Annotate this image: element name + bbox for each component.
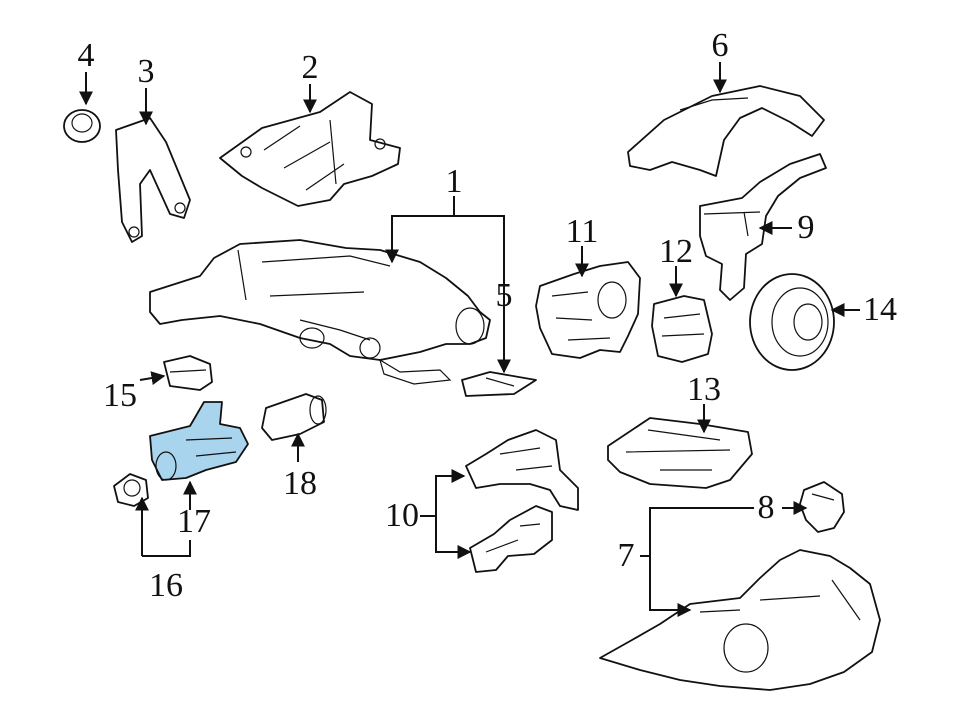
part-3-bracket[interactable] <box>115 117 191 243</box>
part-5-pad[interactable] <box>461 371 537 397</box>
callout-18: 18 <box>283 465 317 502</box>
leader-lines <box>79 62 860 617</box>
part-10-lever-lower[interactable] <box>469 505 553 573</box>
part-18-lock-cylinder[interactable] <box>261 393 327 441</box>
callout-17: 17 <box>177 503 211 540</box>
callout-labels: 4 3 2 6 1 5 11 12 9 14 13 8 7 10 15 17 1… <box>78 27 898 604</box>
part-7-lower-cover[interactable] <box>599 549 881 691</box>
callout-8: 8 <box>758 489 775 526</box>
part-12-sensor[interactable] <box>651 295 713 363</box>
callout-2: 2 <box>302 49 319 86</box>
callout-5: 5 <box>496 277 513 314</box>
callout-4: 4 <box>78 37 95 74</box>
part-14-clockspring[interactable] <box>749 273 835 371</box>
part-15-connector[interactable] <box>163 355 213 391</box>
callout-15: 15 <box>103 377 137 414</box>
part-10-lever-upper[interactable] <box>465 429 579 511</box>
callout-12: 12 <box>659 233 693 270</box>
part-1-steering-column[interactable] <box>149 239 491 385</box>
callout-3: 3 <box>138 53 155 90</box>
part-8-knob[interactable] <box>799 481 845 533</box>
callout-6: 6 <box>712 27 729 64</box>
callout-13: 13 <box>687 371 721 408</box>
part-11-module[interactable] <box>535 261 641 359</box>
part-6-upper-cover[interactable] <box>627 85 825 177</box>
callout-14: 14 <box>863 291 897 328</box>
part-13-module-plate[interactable] <box>607 417 753 489</box>
part-17-ignition-housing[interactable] <box>149 401 249 481</box>
part-4-grommet[interactable] <box>63 109 101 143</box>
callout-7: 7 <box>618 537 635 574</box>
callout-10: 10 <box>385 497 419 534</box>
callout-9: 9 <box>798 209 815 246</box>
part-2-upper-bracket[interactable] <box>219 91 401 207</box>
callout-11: 11 <box>566 213 599 250</box>
callout-16: 16 <box>149 567 183 604</box>
callout-1: 1 <box>446 163 463 200</box>
